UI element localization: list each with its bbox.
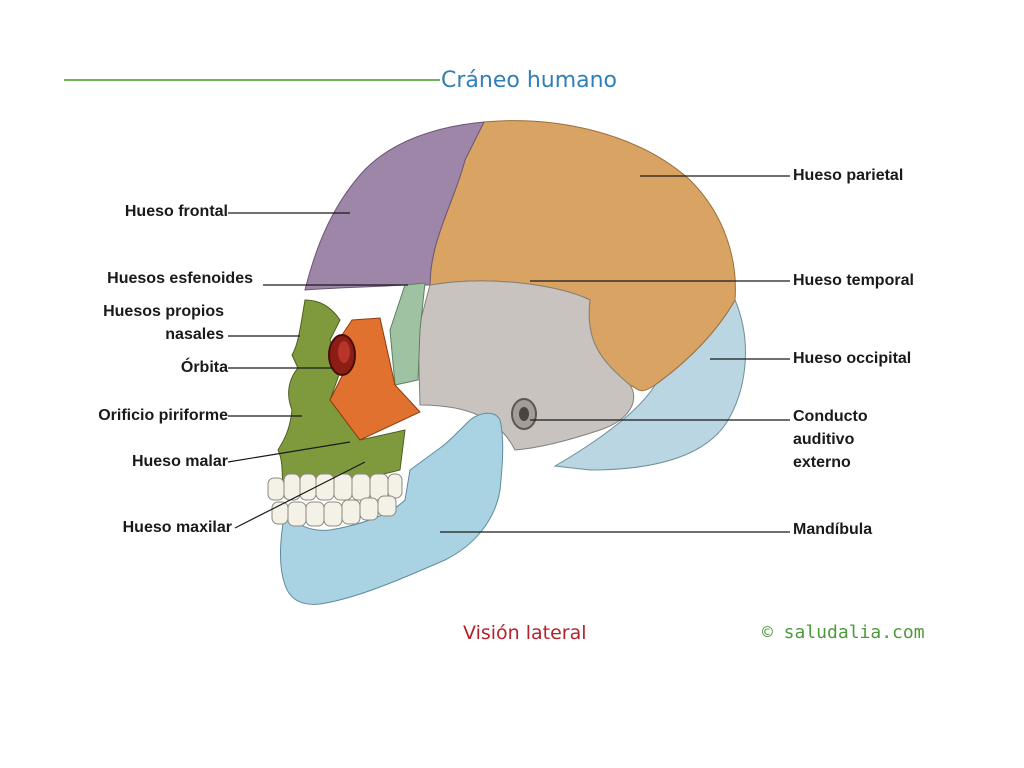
view-caption: Visión lateral bbox=[463, 622, 587, 644]
label-hueso-maxilar: Hueso maxilar bbox=[122, 519, 232, 536]
label-orificio-piriforme: Orificio piriforme bbox=[98, 407, 228, 424]
label-hueso-occipital: Hueso occipital bbox=[793, 350, 912, 367]
label-conducto-auditivo: Conducto auditivo externo bbox=[793, 405, 868, 474]
label-orbita: Órbita bbox=[180, 359, 228, 376]
bone-frontal bbox=[304, 121, 485, 291]
label-huesos-nasales-line2: nasales bbox=[165, 326, 224, 343]
leader-lines bbox=[227, 175, 790, 533]
bone-esfenoides bbox=[389, 282, 426, 386]
diagram-title: Cráneo humano bbox=[441, 68, 618, 93]
label-huesos-esfenoides: Huesos esfenoides bbox=[107, 270, 253, 287]
teeth bbox=[267, 473, 403, 527]
label-mandibula: Mandíbula bbox=[793, 521, 873, 538]
orbit-highlight bbox=[338, 341, 350, 363]
label-hueso-temporal: Hueso temporal bbox=[793, 272, 914, 289]
label-hueso-frontal: Hueso frontal bbox=[124, 203, 228, 220]
label-hueso-parietal: Hueso parietal bbox=[793, 167, 904, 184]
label-conducto-line2: auditivo bbox=[793, 431, 855, 448]
ear-canal-hole bbox=[519, 407, 529, 421]
label-conducto-line1: Conducto bbox=[793, 408, 868, 425]
label-hueso-malar: Hueso malar bbox=[131, 453, 228, 470]
label-conducto-line3: externo bbox=[793, 454, 851, 471]
copyright-text: © saludalia.com bbox=[762, 622, 925, 643]
label-huesos-nasales-line1: Huesos propios bbox=[103, 303, 224, 320]
label-huesos-nasales: Huesos propios nasales bbox=[60, 300, 224, 346]
